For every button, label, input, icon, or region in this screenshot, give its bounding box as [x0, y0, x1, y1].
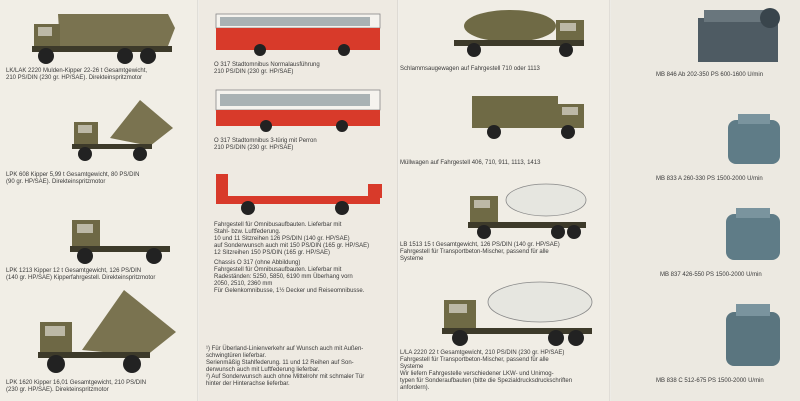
caption-lpk1620: LPK 1620 Kipper 16,01 Gesamtgewicht, 210…: [6, 380, 147, 393]
caption-garbage-truck: Müllwagen auf Fahrgestell 406, 710, 911,…: [400, 160, 541, 166]
footnotes: ¹) Für Überland-Linienverkehr auf Wunsch…: [206, 346, 365, 387]
caption-mb837: MB 837 426-550 PS 1500-2000 U/min: [660, 272, 762, 278]
tipper-truck-lpk608-illustration: [72, 100, 173, 161]
caption-l2220: L/LA 2220 22 t Gesamtgewicht, 210 PS/DIN…: [400, 350, 573, 391]
caption-mb838: MB 838 C 512-675 PS 1500-2000 U/min: [656, 378, 764, 384]
caption-chassis-o317: Chassis O 317 (ohne Abbildung)Fahrgestel…: [214, 260, 365, 294]
fold-line: [397, 0, 399, 401]
chassis-lpk1213-illustration: [70, 220, 170, 264]
caption-bus-chassis: Fahrgestell für Omnibusaufbauten. Liefer…: [214, 222, 370, 256]
sludge-suction-truck-illustration: [454, 10, 584, 57]
engine-mb833-illustration: [728, 114, 780, 164]
caption-mb833: MB 833 A 260-330 PS 1500-2000 U/min: [656, 176, 763, 182]
caption-lpk1213: LPK 1213 Kipper 12 t Gesamtgewicht, 126 …: [6, 268, 156, 281]
engine-mb846-illustration: [698, 8, 780, 62]
city-bus-o317-perron-illustration: [215, 89, 381, 132]
caption-mb846: MB 846 Ab 202-350 PS 600-1600 U/min: [656, 72, 764, 78]
engine-mb838-illustration: [726, 304, 780, 366]
bus-chassis-illustration: [216, 174, 382, 215]
caption-lb1513: LB 1513 15 t Gesamtgewicht, 126 PS/DIN (…: [400, 242, 560, 262]
concrete-mixer-lb1513-illustration: [468, 183, 587, 239]
garbage-truck-illustration: [472, 96, 584, 139]
fold-line: [197, 0, 199, 401]
caption-lk2220: LK/LAK 2220 Mulden-Kipper 22-26 t Gesamt…: [6, 68, 148, 81]
concrete-mixer-l2220-illustration: [442, 281, 593, 346]
dump-truck-lk2220-illustration: [32, 14, 175, 64]
engine-mb837-illustration: [726, 208, 780, 260]
city-bus-o317-illustration: [215, 13, 381, 56]
tipper-truck-lpk1620-illustration: [38, 290, 176, 373]
caption-lpk608: LPK 608 Kipper 5,99 t Gesamtgewicht, 80 …: [6, 172, 140, 185]
fold-line: [609, 0, 611, 401]
caption-sludge-truck: Schlammsaugewagen auf Fahrgestell 710 od…: [400, 66, 540, 72]
